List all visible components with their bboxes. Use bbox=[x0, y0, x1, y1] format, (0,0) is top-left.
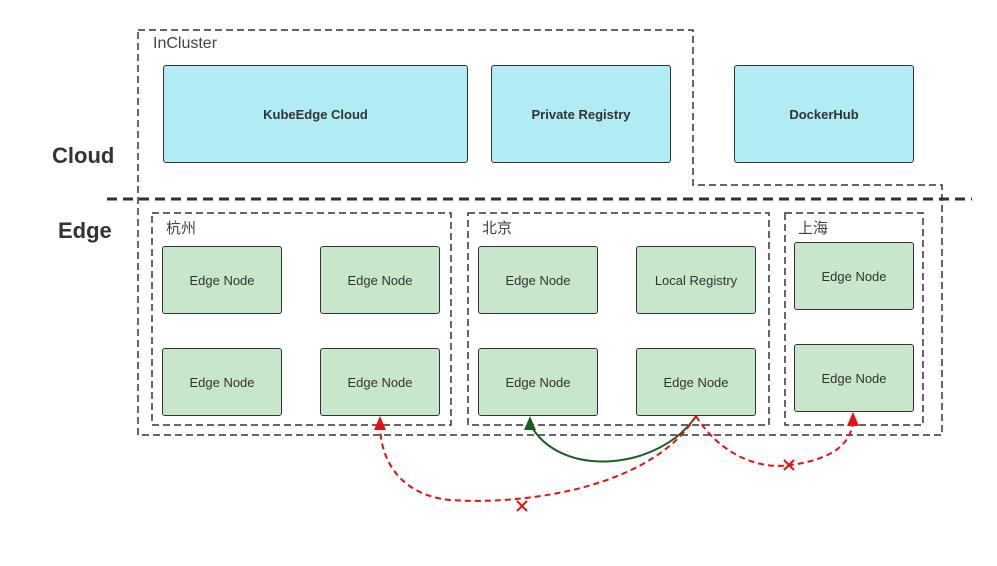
edge-node-box: Edge Node bbox=[794, 242, 914, 310]
edge-node-box: Edge Node bbox=[478, 246, 598, 314]
cloud-label: Cloud bbox=[52, 143, 115, 168]
kubeedge-cloud-box: KubeEdge Cloud bbox=[163, 65, 468, 163]
blocked-arrowhead-hangzhou bbox=[374, 416, 386, 430]
blocked-arrow-hangzhou bbox=[379, 415, 697, 502]
incluster-label: InCluster bbox=[153, 35, 218, 52]
edge-node-box: Edge Node bbox=[478, 348, 598, 416]
region-label-shanghai: 上海 bbox=[798, 220, 829, 237]
local-registry-box: Local Registry bbox=[636, 246, 756, 314]
edge-node-box: Edge Node bbox=[162, 246, 282, 314]
blocked-arrow-shanghai bbox=[695, 415, 854, 467]
region-outline-beijing bbox=[467, 212, 770, 426]
region-label-hangzhou: 杭州 bbox=[166, 220, 197, 237]
edge-node-box: Edge Node bbox=[162, 348, 282, 416]
blocked-cross-shanghai bbox=[783, 459, 795, 471]
incluster-outline bbox=[137, 29, 943, 436]
private-registry-box: Private Registry bbox=[491, 65, 671, 163]
edge-node-box: Edge Node bbox=[320, 348, 440, 416]
blocked-cross-hangzhou bbox=[516, 500, 528, 512]
dockerhub-box: DockerHub bbox=[734, 65, 914, 163]
edge-node-box: Edge Node bbox=[636, 348, 756, 416]
allowed-arrowhead bbox=[524, 416, 536, 430]
edge-node-box: Edge Node bbox=[320, 246, 440, 314]
edge-node-box: Edge Node bbox=[794, 344, 914, 412]
blocked-arrowhead-shanghai bbox=[847, 412, 859, 426]
allowed-arrow-beijing bbox=[529, 415, 697, 463]
region-outline-hangzhou bbox=[151, 212, 452, 426]
edge-label: Edge bbox=[58, 218, 112, 243]
region-label-beijing: 北京 bbox=[482, 220, 513, 237]
